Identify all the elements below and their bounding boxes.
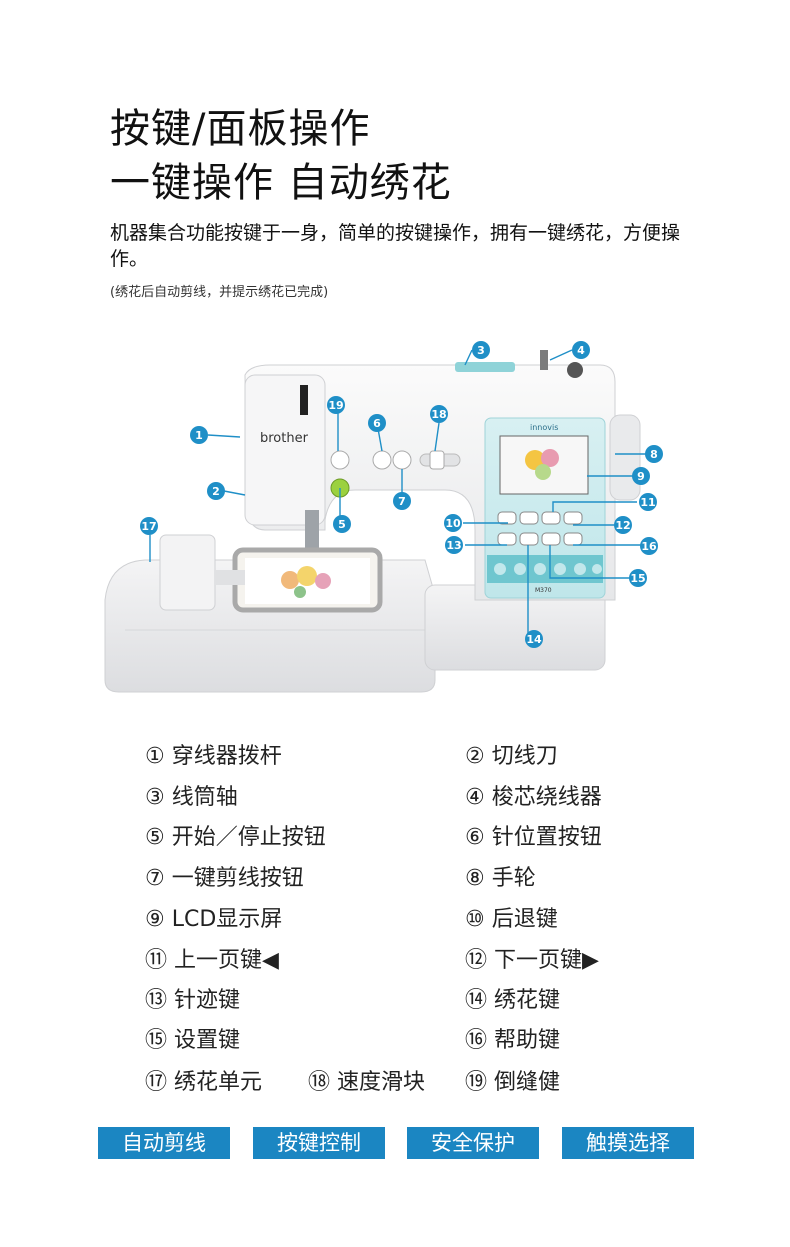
brand-logo: brother <box>260 431 309 446</box>
callout-19: 19 <box>327 396 345 414</box>
sewing-machine-illustration: brother innovis M370 <box>104 341 663 693</box>
callout-16: 16 <box>640 537 658 555</box>
svg-text:6: 6 <box>373 417 381 430</box>
svg-text:19: 19 <box>328 399 343 412</box>
legend-item-2: ② 切线刀 <box>465 744 558 769</box>
legend-item-13: ⑬ 针迹键 <box>145 988 240 1013</box>
callout-4: 4 <box>572 341 590 359</box>
callout-8: 8 <box>645 445 663 463</box>
legend-item-7: ⑦ 一键剪线按钮 <box>145 866 304 891</box>
svg-text:1: 1 <box>195 429 203 442</box>
callout-15: 15 <box>629 569 647 587</box>
legend-item-11: ⑪ 上一页键◀ <box>145 948 279 973</box>
svg-text:2: 2 <box>212 485 220 498</box>
panel-brand: innovis <box>530 423 558 432</box>
callout-1: 1 <box>190 426 208 444</box>
svg-text:11: 11 <box>640 496 655 509</box>
legend-item-17: ⑰ 绣花单元 <box>145 1070 262 1095</box>
callout-6: 6 <box>368 414 386 432</box>
callout-12: 12 <box>614 516 632 534</box>
legend-item-1: ① 穿线器拨杆 <box>145 744 282 769</box>
svg-text:14: 14 <box>526 633 542 646</box>
svg-text:3: 3 <box>477 344 485 357</box>
legend-item-19: ⑲ 倒缝健 <box>465 1070 560 1095</box>
legend-item-10: ⑩ 后退键 <box>465 907 558 932</box>
model-label: M370 <box>535 587 552 594</box>
note-text: (绣花后自动剪线，并提示绣花已完成) <box>110 285 329 300</box>
legend-item-6: ⑥ 针位置按钮 <box>465 825 602 850</box>
callout-3: 3 <box>472 341 490 359</box>
legend-item-18: ⑱ 速度滑块 <box>308 1070 425 1095</box>
feature-tag-touch-select: 触摸选择 <box>562 1127 694 1159</box>
svg-text:18: 18 <box>431 408 446 421</box>
callout-2: 2 <box>207 482 225 500</box>
callout-10: 10 <box>444 514 462 532</box>
svg-text:10: 10 <box>445 517 461 530</box>
svg-text:15: 15 <box>630 572 645 585</box>
callout-17: 17 <box>140 517 158 535</box>
svg-text:16: 16 <box>641 540 657 553</box>
svg-text:4: 4 <box>577 344 585 357</box>
legend-item-15: ⑮ 设置键 <box>145 1028 240 1053</box>
callout-13: 13 <box>445 536 463 554</box>
callout-9: 9 <box>632 467 650 485</box>
page-subtitle: 一键操作 自动绣花 <box>110 160 452 206</box>
legend-item-12: ⑫ 下一页键▶ <box>465 948 599 973</box>
callout-7: 7 <box>393 492 411 510</box>
svg-text:7: 7 <box>398 495 406 508</box>
legend-item-4: ④ 梭芯绕线器 <box>465 785 602 810</box>
svg-text:5: 5 <box>338 518 346 531</box>
legend-item-14: ⑭ 绣花键 <box>465 988 560 1013</box>
svg-text:13: 13 <box>446 539 461 552</box>
legend-item-9: ⑨ LCD显示屏 <box>145 907 283 932</box>
svg-text:17: 17 <box>141 520 156 533</box>
page-title: 按键/面板操作 <box>110 106 371 152</box>
feature-tag-button-control: 按键控制 <box>253 1127 385 1159</box>
description-text: 机器集合功能按键于一身，简单的按键操作，拥有一键绣花，方便操作。 <box>110 222 681 270</box>
callout-5: 5 <box>333 515 351 533</box>
feature-tag-auto-trim: 自动剪线 <box>98 1127 230 1159</box>
legend-item-16: ⑯ 帮助键 <box>465 1028 560 1053</box>
legend-item-5: ⑤ 开始／停止按钮 <box>145 825 326 850</box>
legend-item-3: ③ 线筒轴 <box>145 785 238 810</box>
svg-text:8: 8 <box>650 448 658 461</box>
svg-text:12: 12 <box>615 519 630 532</box>
callout-18: 18 <box>430 405 448 423</box>
svg-text:9: 9 <box>637 470 645 483</box>
legend-item-8: ⑧ 手轮 <box>465 866 536 891</box>
callout-11: 11 <box>639 493 657 511</box>
feature-tag-safety: 安全保护 <box>407 1127 539 1159</box>
callout-14: 14 <box>525 630 543 648</box>
